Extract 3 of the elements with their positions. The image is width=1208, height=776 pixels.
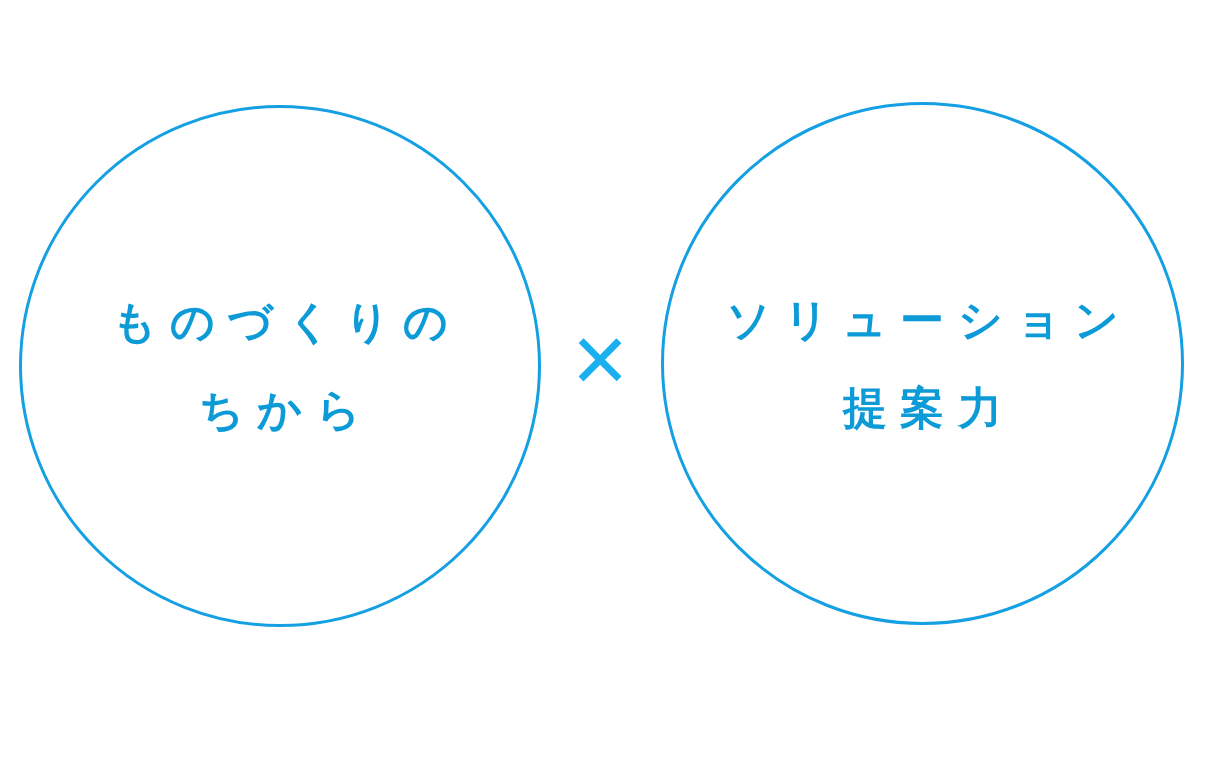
node-text: ソリューション提案力 [724,292,1134,435]
multiplication-sign: × [570,309,630,409]
node-text: ものづくりのちから [111,295,463,437]
